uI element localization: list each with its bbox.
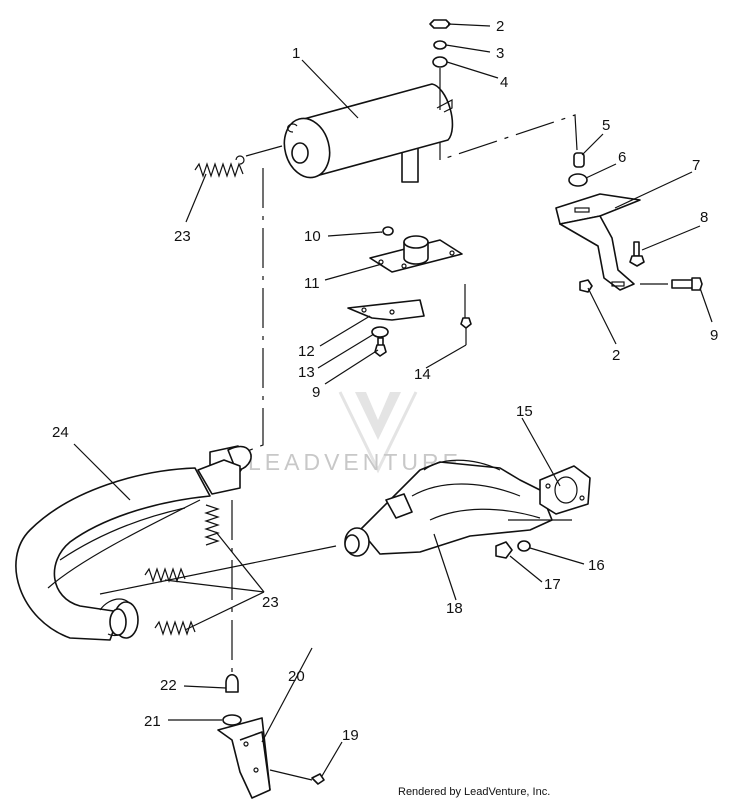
leader-lines (73, 23, 713, 777)
callout-17: 17 (544, 576, 561, 593)
callout-9-right: 9 (710, 327, 718, 344)
callout-23-lower: 23 (262, 594, 279, 611)
callout-23-top: 23 (174, 228, 191, 245)
expansion-chamber (15, 445, 252, 641)
callout-2-top: 2 (496, 18, 504, 35)
lower-mount-bracket (347, 299, 472, 357)
callout-24: 24 (52, 424, 69, 441)
callout-10: 10 (304, 228, 321, 245)
callout-4: 4 (500, 74, 508, 91)
callout-15: 15 (516, 403, 533, 420)
callout-13: 13 (298, 364, 315, 381)
callout-18: 18 (446, 600, 463, 617)
callout-1: 1 (292, 45, 300, 62)
callout-3: 3 (496, 45, 504, 62)
callout-20: 20 (288, 668, 305, 685)
callout-9-left: 9 (312, 384, 320, 401)
callout-2-right: 2 (612, 347, 620, 364)
callout-22: 22 (160, 677, 177, 694)
callout-16: 16 (588, 557, 605, 574)
callout-6: 6 (618, 149, 626, 166)
callout-8: 8 (700, 209, 708, 226)
springs (144, 155, 245, 636)
callout-14: 14 (414, 366, 431, 383)
callouts: 1 2 3 4 5 6 7 8 9 2 10 11 12 13 9 14 15 … (52, 18, 718, 744)
lower-bracket (217, 673, 325, 799)
muffler (283, 83, 454, 183)
grommets (568, 152, 588, 187)
right-fasteners (579, 241, 703, 293)
callout-11: 11 (304, 275, 320, 292)
callout-12: 12 (298, 343, 315, 360)
leadventure-watermark: LEADVENTURE (248, 391, 458, 475)
mount-plate (369, 226, 463, 273)
manifold-gasket (495, 465, 591, 559)
rendered-by-footer: Rendered by LeadVenture, Inc. (398, 786, 551, 798)
callout-5: 5 (602, 117, 610, 134)
upper-bracket (555, 193, 641, 291)
callout-21: 21 (144, 713, 161, 730)
callout-7: 7 (692, 157, 700, 174)
callout-19: 19 (342, 727, 359, 744)
